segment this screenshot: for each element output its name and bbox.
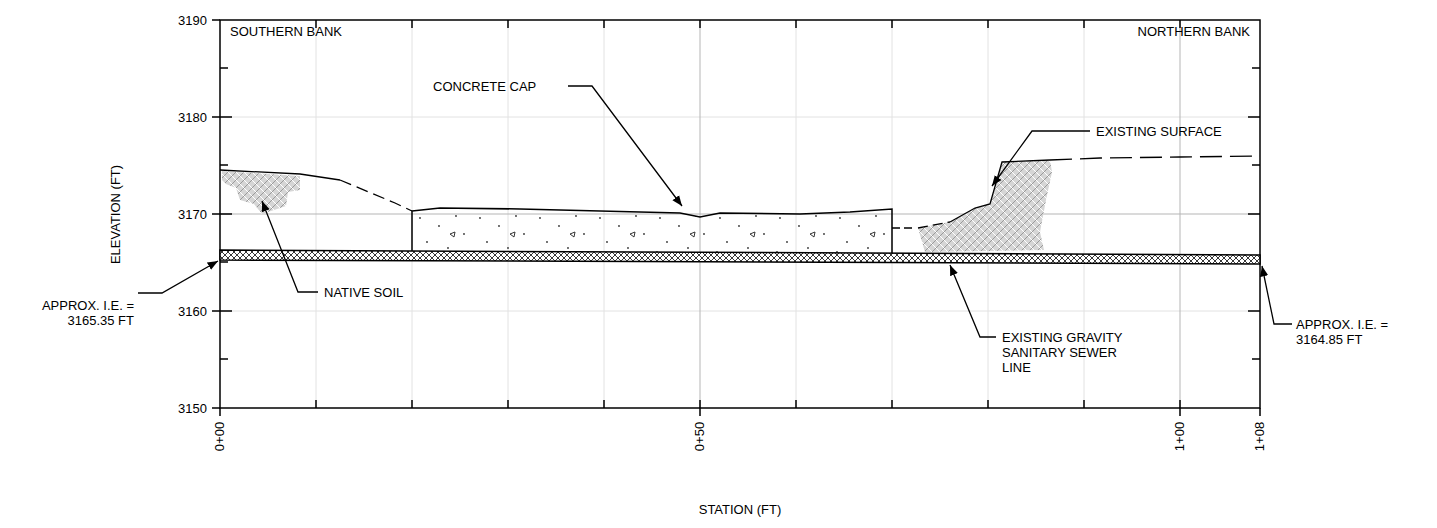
callout-label: CONCRETE CAP xyxy=(433,79,536,94)
ground-line xyxy=(950,160,1050,222)
axis-label: 3160 xyxy=(178,304,207,319)
axis-label: 3150 xyxy=(178,401,207,416)
concrete-cap xyxy=(412,208,892,255)
axis-label: 3180 xyxy=(178,110,207,125)
ticks xyxy=(212,20,1260,416)
callout-label: NORTHERN BANK xyxy=(1138,24,1250,39)
callout-label: EXISTING GRAVITY SANITARY SEWER LINE xyxy=(1002,330,1132,375)
grid xyxy=(220,20,1260,408)
axis-label: 3170 xyxy=(178,207,207,222)
native-soil xyxy=(918,160,1052,252)
ground-line xyxy=(340,180,412,211)
axis-label: 3190 xyxy=(178,13,207,28)
axis-label: 1+00 xyxy=(1172,422,1187,451)
callout-label: APPROX. I.E. = 3164.85 FT xyxy=(1296,317,1414,347)
ground-line xyxy=(892,227,912,228)
callout-label: EXISTING SURFACE xyxy=(1096,124,1222,139)
callout-label: APPROX. I.E. = 3165.35 FT xyxy=(16,298,134,328)
ground-line xyxy=(220,170,340,180)
axis-label: 0+00 xyxy=(212,422,227,451)
callout-label: SOUTHERN BANK xyxy=(230,24,342,39)
major-grid xyxy=(220,20,1260,408)
ground-line xyxy=(918,222,950,228)
leader-lines xyxy=(138,86,1292,337)
axis-label: 0+50 xyxy=(692,422,707,451)
ground-line xyxy=(1050,156,1260,160)
native-soil xyxy=(222,171,300,214)
axis-label: ELEVATION (FT) xyxy=(108,164,123,263)
callout-label: NATIVE SOIL xyxy=(324,285,403,300)
axis-label: STATION (FT) xyxy=(699,502,782,517)
plot-frame xyxy=(220,20,1260,408)
axis-label: 1+08 xyxy=(1252,422,1267,451)
sewer-pipe xyxy=(220,250,1260,264)
